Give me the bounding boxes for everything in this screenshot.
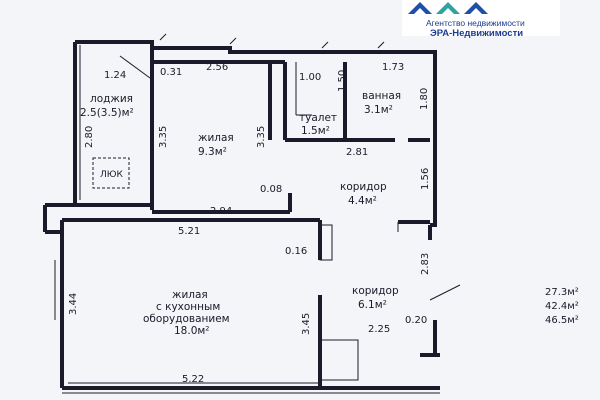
dim-2-83: 2.83 — [420, 253, 431, 275]
dim-2-25: 2.25 — [368, 324, 390, 335]
loggia-name: лоджия — [90, 93, 133, 105]
dim-5-21: 5.21 — [178, 226, 200, 237]
dim-5-22: 5.22 — [182, 374, 204, 385]
dim-3-35-left: 3.35 — [158, 126, 169, 148]
living1-area: 9.3м² — [198, 146, 227, 158]
dim-2-80: 2.80 — [84, 126, 95, 148]
living2-line2: с кухонным — [156, 301, 220, 313]
bathroom-name: ванная — [362, 90, 401, 102]
total-area: 42.4м² — [545, 301, 579, 312]
living2-line3: оборудованием — [143, 313, 230, 325]
dim-1-00: 1.00 — [299, 72, 321, 83]
logo-line1: Агентство недвижимости — [426, 18, 525, 28]
total-with-loggia: 46.5м² — [545, 315, 579, 326]
corridor1-name: коридор — [340, 181, 387, 193]
toilet-area: 1.5м² — [301, 125, 330, 137]
agency-logo: Агентство недвижимости ЭРА-Недвижимости — [402, 0, 560, 39]
dim-0-31: 0.31 — [160, 67, 182, 78]
dim-1-50: 1.50 — [337, 70, 348, 92]
dim-3-35-right: 3.35 — [256, 126, 267, 148]
bathroom-area: 3.1м² — [364, 104, 393, 116]
dim-3-44: 3.44 — [68, 293, 79, 315]
living2-area: 18.0м² — [174, 325, 210, 337]
corridor2-name: коридор — [352, 285, 399, 297]
logo-roof-icon — [408, 2, 432, 14]
dim-2-94: 2.94 — [210, 206, 232, 217]
hatch-box — [92, 157, 130, 189]
total-living: 27.3м² — [545, 287, 579, 298]
dim-1-56: 1.56 — [420, 168, 431, 190]
dim-0-20: 0.20 — [405, 315, 427, 326]
corridor1-area: 4.4м² — [348, 195, 377, 207]
hatch-label: ЛЮК — [100, 170, 123, 180]
room-labels: лоджия 2.5(3.5)м² ЛЮК жилая 9.3м² туалет… — [80, 90, 401, 337]
dim-0-16: 0.16 — [285, 246, 307, 257]
dim-2-56: 2.56 — [206, 62, 228, 73]
toilet-name: туалет — [299, 112, 337, 124]
details — [54, 33, 461, 394]
dim-2-81: 2.81 — [346, 147, 368, 158]
dim-1-80: 1.80 — [419, 88, 430, 110]
dim-1-73: 1.73 — [382, 62, 404, 73]
dim-3-45: 3.45 — [301, 313, 312, 335]
living1-name: жилая — [198, 132, 234, 144]
dim-1-24: 1.24 — [104, 70, 126, 81]
area-totals: 27.3м² 42.4м² 46.5м² — [545, 287, 579, 326]
living2-line1: жилая — [172, 289, 208, 301]
logo-line2: ЭРА-Недвижимости — [430, 28, 523, 39]
loggia-area: 2.5(3.5)м² — [80, 107, 134, 119]
corridor2-area: 6.1м² — [358, 299, 387, 311]
dimension-labels: 1.24 0.31 2.56 1.00 1.73 2.81 0.08 2.94 … — [68, 62, 431, 385]
dim-0-08: 0.08 — [260, 184, 282, 195]
